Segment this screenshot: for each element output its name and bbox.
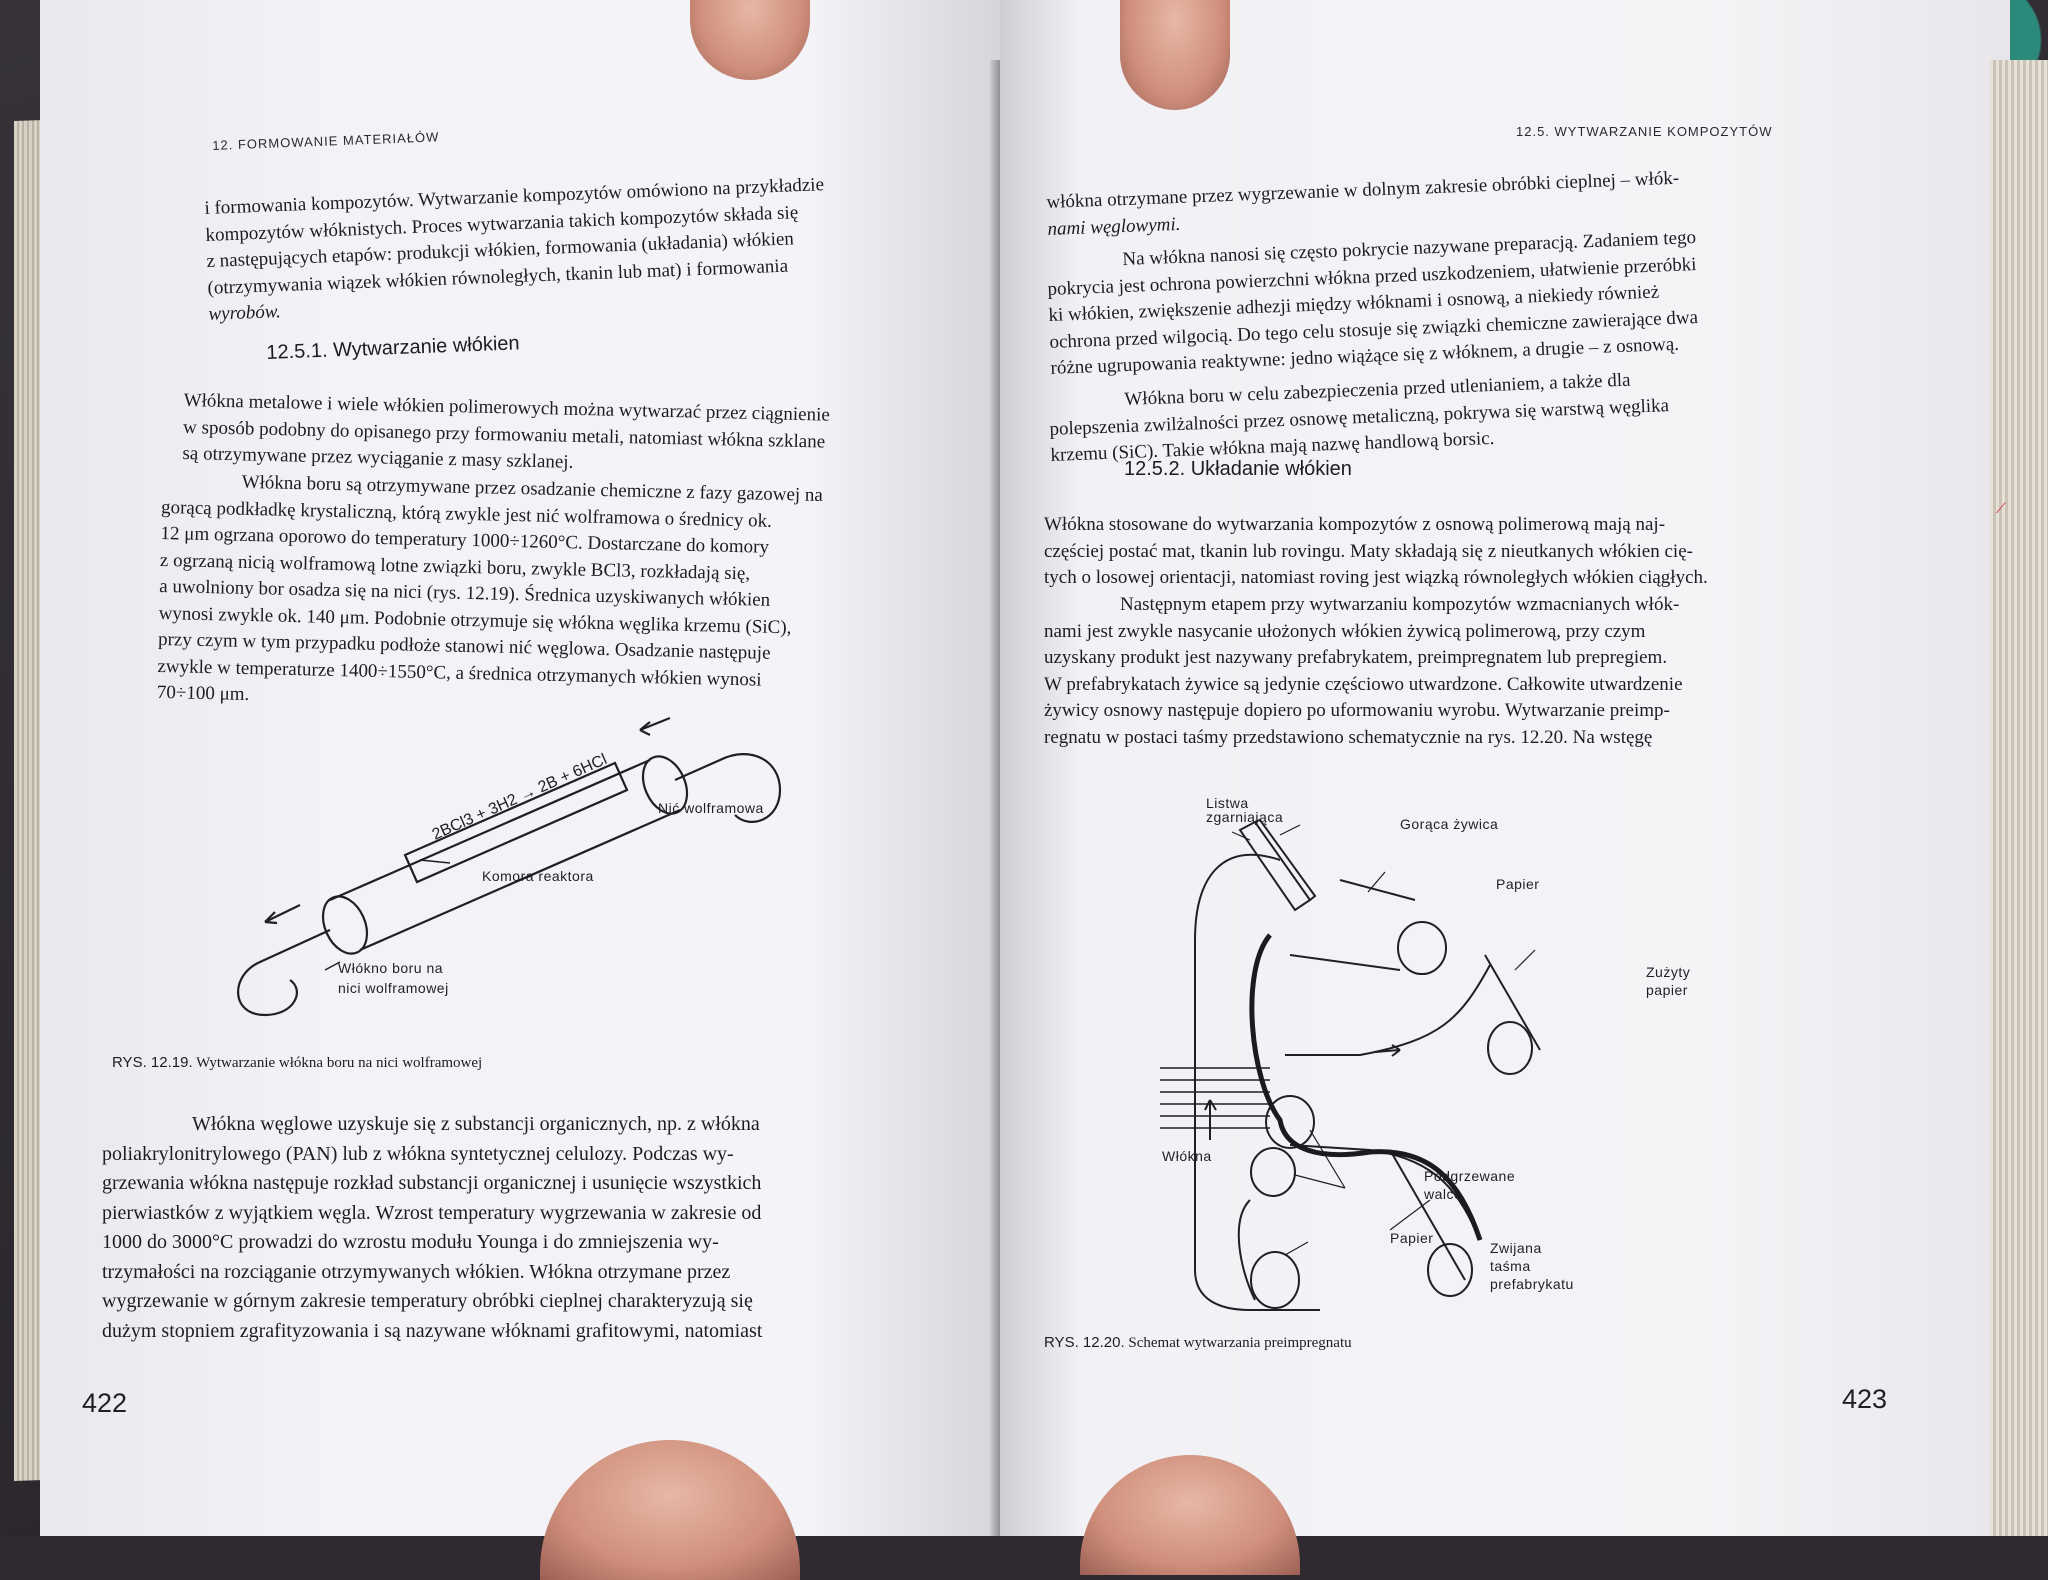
left-intro-paragraph: i formowania kompozytów. Wytwarzanie kom… bbox=[204, 166, 989, 328]
red-pen-mark: ⟋ bbox=[1996, 500, 2006, 516]
caption-text: Wytwarzanie włókna boru na nici wolframo… bbox=[196, 1055, 483, 1071]
figure-12-19-caption: RYS. 12.19. Wytwarzanie włókna boru na n… bbox=[112, 1054, 482, 1072]
text-line: uzyskany produkt jest nazywany prefabryk… bbox=[1044, 647, 1668, 668]
label-scraper-line1: Listwa bbox=[1206, 795, 1249, 811]
text-line: 1000 do 3000°C prowadzi do wzrostu moduł… bbox=[102, 1231, 719, 1253]
running-head-right: 12.5. WYTWARZANIE KOMPOZYTÓW bbox=[1516, 124, 1773, 139]
text-line: W prefabrykatach żywice są jedynie częśc… bbox=[1044, 673, 1683, 695]
label-heated-rollers-line1: Podgrzewane bbox=[1424, 1168, 1516, 1184]
text-line: dużym stopniem zgrafityzowania i są nazy… bbox=[102, 1319, 763, 1342]
label-used-paper-line2: papier bbox=[1646, 982, 1688, 998]
label-boron-fiber-line2: nici wolframowej bbox=[338, 980, 449, 996]
left-paragraph-2: Włókna boru są otrzymywane przez osadzan… bbox=[157, 468, 982, 725]
label-tape-line3: prefabrykatu bbox=[1490, 1276, 1574, 1292]
section-heading-12-5-1: 12.5.1. Wytwarzanie włókien bbox=[266, 332, 520, 364]
text-line: grzewania włókna następuje rozkład subst… bbox=[102, 1172, 762, 1194]
text-line: trzymałości na rozciąganie otrzymywanych… bbox=[102, 1260, 731, 1283]
caption-text: Schemat wytwarzania preimpregnatu bbox=[1128, 1335, 1352, 1351]
page-number-right: 423 bbox=[1842, 1384, 1888, 1414]
left-page: 12. FORMOWANIE MATERIAŁÓW i formowania k… bbox=[40, 0, 1000, 1536]
label-paper-bottom: Papier bbox=[1390, 1230, 1434, 1246]
text-line: Włókna stosowane do wytwarzania kompozyt… bbox=[1044, 514, 1666, 535]
text-line: wygrzewanie w górnym zakresie temperatur… bbox=[102, 1290, 753, 1312]
text-line: Włókna węglowe uzyskuje się z substancji… bbox=[192, 1113, 760, 1135]
right-paragraph-2: Na włókna nanosi się często pokrycie naz… bbox=[1046, 220, 1831, 382]
text-line: nami jest zwykle nasycanie ułożonych włó… bbox=[1044, 620, 1646, 642]
right-paragraph-5: Następnym etapem przy wytwarzaniu kompoz… bbox=[1044, 592, 1856, 751]
label-tungsten-wire: Nić wolframowa bbox=[658, 800, 764, 816]
text-line: żywicy osnowy następuje dopiero po uform… bbox=[1044, 700, 1670, 721]
label-reactor-chamber: Komora reaktora bbox=[482, 868, 594, 884]
label-boron-fiber-line1: Włókno boru na bbox=[338, 960, 444, 976]
text-line: częściej postać mat, tkanin lub rovingu.… bbox=[1044, 540, 1693, 562]
figure-12-19-reactor-diagram: 2BCl3 + 3H2 → 2B + 6HCl bbox=[237, 716, 782, 1017]
right-paragraph-4: Włókna stosowane do wytwarzania kompozyt… bbox=[1044, 512, 1856, 592]
running-head-left: 12. FORMOWANIE MATERIAŁÓW bbox=[212, 129, 440, 153]
text-line: tych o losowej orientacji, natomiast rov… bbox=[1044, 567, 1708, 588]
left-paragraph-3: Włókna węglowe uzyskuje się z substancji… bbox=[102, 1110, 980, 1346]
label-paper-top: Papier bbox=[1496, 876, 1540, 892]
text-line: Następnym etapem przy wytwarzaniu kompoz… bbox=[1120, 594, 1680, 615]
caption-number: RYS. 12.19. bbox=[112, 1054, 193, 1071]
caption-number: RYS. 12.20. bbox=[1044, 1334, 1125, 1351]
label-heated-rollers-line2: walce bbox=[1424, 1186, 1463, 1202]
thumb-top-right bbox=[1120, 0, 1230, 110]
label-tape-line1: Zwijana bbox=[1490, 1240, 1542, 1256]
label-hot-resin: Gorąca żywica bbox=[1400, 816, 1499, 832]
text-line: regnatu w postaci taśmy przedstawiono sc… bbox=[1044, 726, 1653, 748]
figure-12-20-prepreg-diagram bbox=[1160, 818, 1541, 1311]
page-number-left: 422 bbox=[82, 1388, 128, 1418]
figure-12-20-caption: RYS. 12.20. Schemat wytwarzania preimpre… bbox=[1044, 1334, 1352, 1352]
label-fibers: Włókna bbox=[1162, 1148, 1212, 1164]
label-scraper-line2: zgarniająca bbox=[1206, 809, 1284, 825]
section-heading-12-5-2: 12.5.2. Układanie włókien bbox=[1124, 458, 1352, 480]
text-line: pierwiastków z wyjątkiem węgla. Wzrost t… bbox=[102, 1201, 762, 1224]
label-used-paper-line1: Zużyty bbox=[1646, 964, 1691, 980]
right-page: 12.5. WYTWARZANIE KOMPOZYTÓW włókna otrz… bbox=[1000, 0, 2010, 1536]
book-page-edges-right bbox=[1990, 60, 2048, 1536]
label-tape-line2: taśma bbox=[1490, 1258, 1531, 1274]
reaction-equation: 2BCl3 + 3H2 → 2B + 6HCl bbox=[430, 751, 610, 844]
text-line: poliakrylonitrylowego (PAN) lub z włókna… bbox=[102, 1142, 734, 1165]
